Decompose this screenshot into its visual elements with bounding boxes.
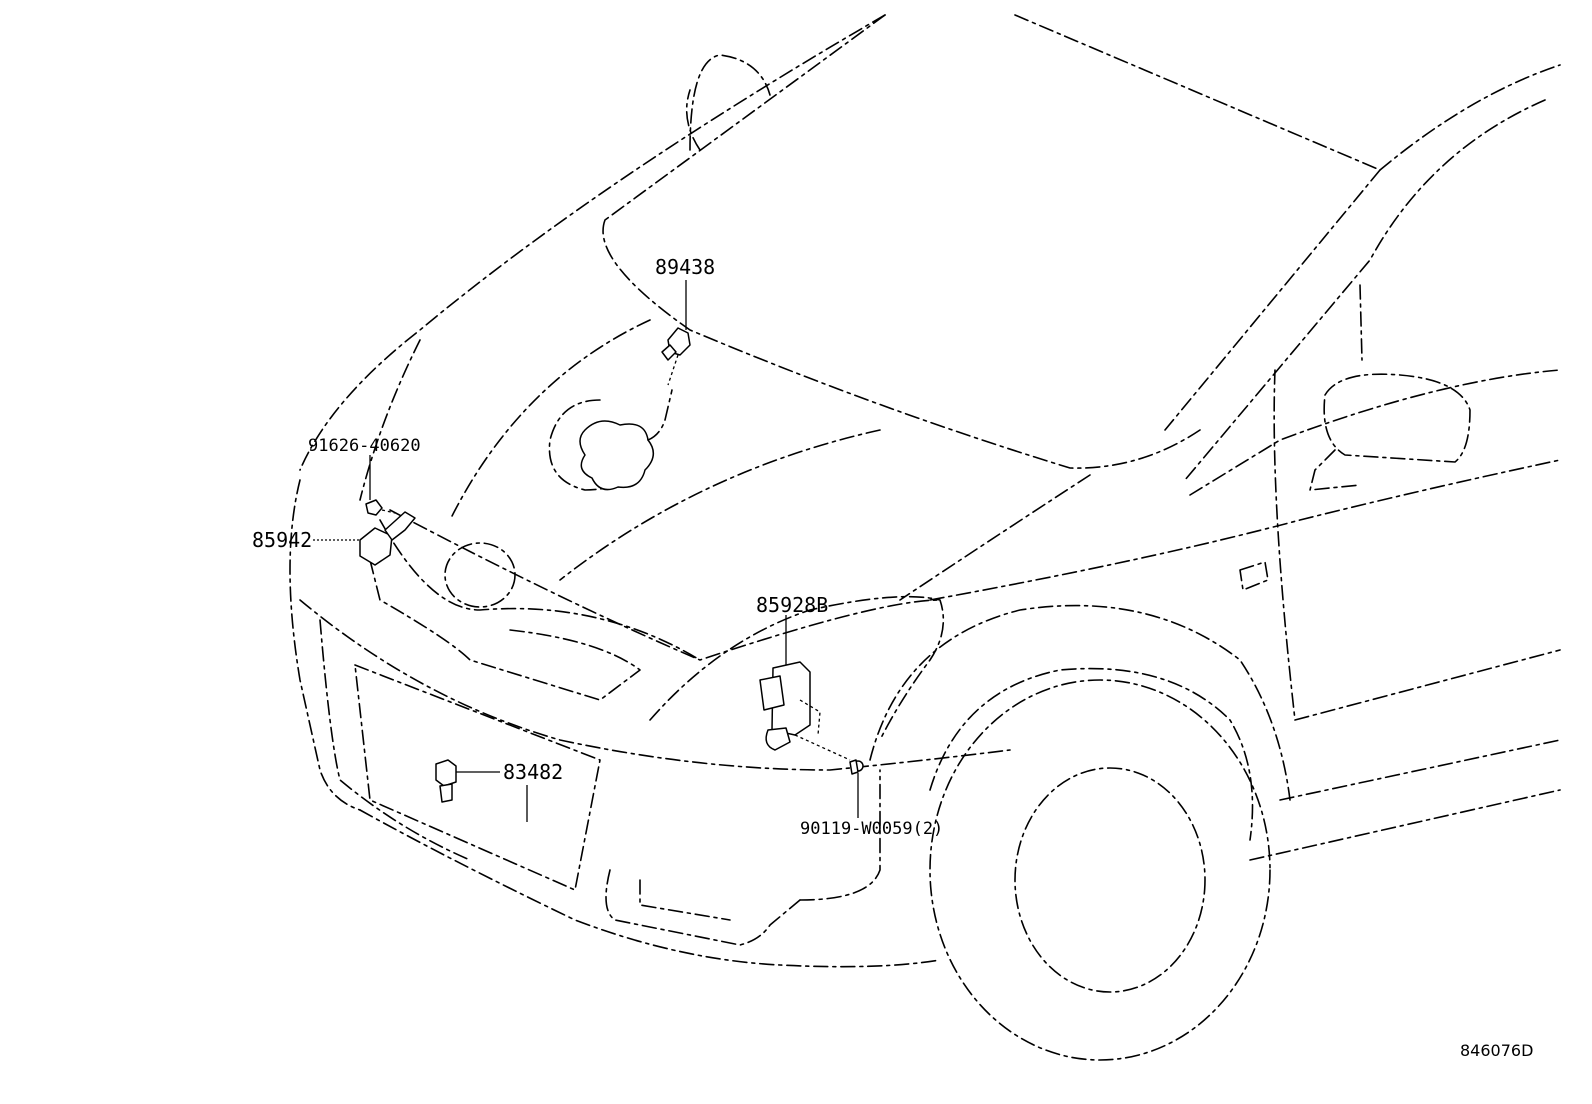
grille-lower — [369, 559, 641, 701]
hood-left-edge — [299, 14, 886, 471]
screw-90119-shank — [849, 759, 859, 775]
hood-left-edge-inner — [359, 339, 421, 501]
horn-bracket — [647, 389, 673, 441]
horn-assembly — [548, 354, 679, 491]
hood-right-edge — [899, 474, 1091, 601]
fender-top — [649, 595, 945, 741]
label-89438: 89438 — [655, 255, 715, 279]
car-outline — [289, 14, 1561, 1061]
fog-lamp-inner — [639, 879, 731, 921]
mirror-base — [1309, 449, 1361, 491]
bumper-bottom — [359, 809, 941, 968]
hood-crease — [449, 319, 651, 521]
door-front-edge — [1273, 369, 1296, 721]
license-plate-area — [354, 664, 601, 891]
emblem — [444, 542, 516, 608]
rim — [1014, 767, 1206, 993]
diagram-code: 846076D — [1460, 1041, 1533, 1060]
part-85928b[interactable]: 85928B — [756, 593, 851, 761]
label-83482: 83482 — [503, 760, 563, 784]
switch-83482-stem — [439, 783, 453, 803]
part-89438[interactable]: 89438 — [655, 255, 715, 361]
rocker-line-2 — [1249, 789, 1561, 861]
sensor-89438-tip — [661, 344, 677, 361]
sensor-guide-line — [667, 354, 679, 386]
grille-upper — [379, 519, 701, 661]
hood-front-edge — [389, 509, 941, 661]
bumper-corner — [799, 769, 881, 901]
a-pillar-outer — [1164, 169, 1381, 431]
label-85928b: 85928B — [756, 593, 828, 617]
door-glass-line — [1189, 369, 1561, 496]
bracket-85928b-clip — [759, 675, 785, 711]
a-pillar-inner — [1184, 99, 1546, 481]
hood-center-line — [559, 429, 881, 581]
switch-83482-body — [435, 759, 457, 787]
b-pillar — [1359, 284, 1363, 361]
door-lower-edge — [1294, 649, 1561, 721]
bolt-91626-shape — [365, 499, 383, 516]
hood-rear-edge — [602, 219, 1201, 469]
front-face — [289, 479, 361, 811]
rocker-line — [1279, 739, 1561, 801]
windshield-top-edge — [604, 14, 886, 221]
side-mirror — [1323, 373, 1471, 463]
part-91626-40620[interactable]: 91626-40620 — [308, 436, 421, 516]
label-90119-w0059: 90119-W0059(2) — [800, 819, 943, 839]
bumper-lower-left — [319, 619, 471, 861]
bracket-85928b-hook — [765, 727, 791, 751]
bracket-85928b-box — [799, 699, 821, 736]
horn-body — [579, 420, 654, 491]
part-85942[interactable]: 85942 — [252, 511, 416, 566]
a-pillar-front — [1379, 64, 1561, 171]
part-83482[interactable]: 83482 — [435, 759, 563, 822]
label-91626-40620: 91626-40620 — [308, 436, 421, 456]
beltline — [929, 459, 1561, 601]
bumper-top — [299, 599, 1011, 771]
cowl-bump — [685, 54, 771, 151]
tire — [929, 679, 1271, 1061]
wheel-arch-inner — [929, 667, 1254, 841]
windshield-right-edge — [1014, 14, 1381, 171]
wheel-arch-outer — [869, 604, 1291, 801]
bolt-91626-guide — [381, 509, 396, 514]
actuator-85942-bracket — [384, 511, 416, 541]
label-85942: 85942 — [252, 528, 312, 552]
part-90119-w0059[interactable]: 90119-W0059(2) — [800, 759, 943, 839]
side-marker — [1239, 561, 1269, 591]
bracket-85928b-guide — [794, 734, 851, 761]
actuator-85942-body — [359, 527, 393, 566]
fog-lamp — [605, 869, 801, 946]
